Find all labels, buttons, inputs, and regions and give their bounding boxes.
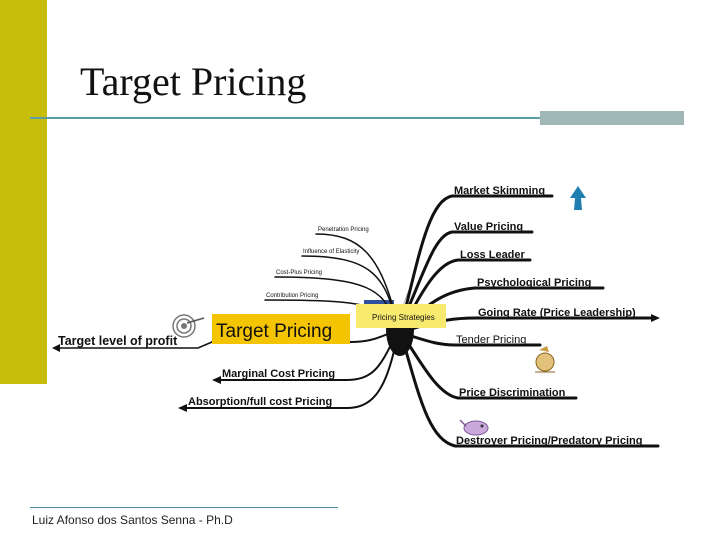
- label-tender-pricing: Tender Pricing: [456, 334, 526, 346]
- branch-line-target-level: [57, 341, 213, 349]
- label-psychological-pricing: Psychological Pricing: [477, 277, 591, 289]
- predator-icon: [459, 419, 489, 436]
- label-market-skimming: Market Skimming: [454, 185, 545, 197]
- branch-line-market-skimming: [402, 194, 554, 317]
- label-marginal-cost: Marginal Cost Pricing: [222, 368, 335, 380]
- target-icon: [172, 314, 205, 338]
- target-pricing-highlight: [212, 314, 350, 344]
- title-underline: [30, 117, 684, 119]
- label-cost-plus-pricing: Cost-Plus Pricing: [276, 270, 322, 276]
- label-contribution-pricing: Contribution Pricing: [266, 293, 318, 299]
- target-pricing-label: Target Pricing: [216, 321, 332, 342]
- pricing-strategies-label: Pricing Strategies: [372, 313, 435, 322]
- label-influence-elasticity: Influence of Elasticity: [303, 249, 359, 255]
- label-value-pricing: Value Pricing: [454, 221, 523, 233]
- branch-line-target-pricing: [211, 331, 393, 343]
- branch-line-tender: [406, 333, 542, 347]
- label-absorption: Absorption/full cost Pricing: [188, 396, 332, 408]
- branch-line-price-discrimination: [404, 338, 578, 400]
- footer-credit: Luiz Afonso dos Santos Senna - Ph.D: [32, 513, 233, 527]
- branch-line-penetration: [315, 233, 397, 319]
- label-destroyer-pricing: Destroyer Pricing/Predatory Pricing: [456, 435, 642, 447]
- branch-line-marginal: [219, 337, 395, 381]
- slide-title: Target Pricing: [80, 59, 307, 104]
- pricing-strategies-box: [356, 304, 446, 328]
- branch-line-value-pricing: [402, 230, 534, 320]
- branch-line-destroyer: [402, 342, 660, 448]
- money-bag-icon: [535, 346, 555, 373]
- footer-rule: [30, 507, 338, 508]
- label-target-level-profit: Target level of profit: [58, 334, 178, 348]
- left-accent-bar: [0, 0, 47, 384]
- branch-line-absorption: [185, 341, 397, 409]
- label-loss-leader: Loss Leader: [460, 249, 526, 261]
- label-going-rate: Going Rate (Price Leadership): [478, 307, 636, 319]
- label-penetration-pricing: Penetration Pricing: [318, 227, 369, 233]
- arrow-up-icon: [570, 186, 586, 210]
- label-price-discrimination: Price Discrimination: [459, 387, 566, 399]
- title-underline-block: [540, 111, 684, 125]
